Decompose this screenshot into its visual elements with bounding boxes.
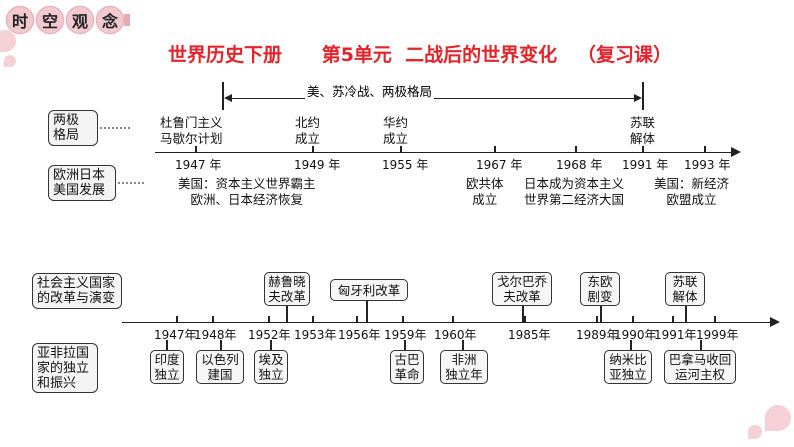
connector (462, 340, 464, 350)
event-egypt-independence: 埃及 独立 (254, 350, 288, 384)
year-label: 1953年 (294, 328, 337, 342)
event-hungary-reform: 匈牙利改革 (330, 279, 408, 301)
decor-petal-bottomright (765, 405, 791, 431)
connector (366, 301, 368, 322)
decor-petal-topleft (0, 30, 16, 52)
event-warsaw-pact: 华约 成立 (383, 115, 409, 146)
event-ussr-dissolution: 苏联 解体 (630, 115, 656, 146)
timeline-tick (195, 146, 197, 153)
event-us-new-economy: 美国：新经济 欧盟成立 (654, 176, 730, 207)
timeline-tick (524, 316, 526, 323)
year-label: 1990年 (614, 328, 657, 342)
event-japan-economy: 日本成为资本主义 世界第二经济大国 (524, 176, 625, 207)
timeline-axis-2 (122, 322, 772, 323)
year-label: 1985年 (508, 328, 551, 342)
event-namibia-independence: 纳米比 亚独立 (604, 350, 652, 384)
event-truman-marshall: 杜鲁门主义 马歇尔计划 (160, 115, 223, 146)
timeline-tick (632, 316, 634, 323)
year-label: 1952年 (248, 328, 291, 342)
header-badge: 时 (6, 6, 34, 34)
timeline-tick (494, 146, 496, 153)
page-title: 世界历史下册 第5单元 二战后的世界变化 （复习课） (168, 44, 672, 66)
timeline-tick (714, 316, 716, 323)
header-badge: 空 (36, 6, 64, 34)
timeline-tick (596, 316, 598, 323)
event-ussr-dissolution-2: 苏联 解体 (665, 272, 705, 306)
year-label: 1968 年 (556, 158, 603, 172)
year-label: 1949 年 (294, 158, 341, 172)
timeline-tick (312, 316, 314, 323)
year-label: 1959年 (384, 328, 427, 342)
header-badge: 观 (66, 6, 94, 34)
event-nato: 北约 成立 (295, 115, 321, 146)
connector (404, 340, 406, 350)
timeline-tick (356, 316, 358, 323)
connector (522, 306, 524, 322)
event-gorbachev-reform: 戈尔巴乔 夫改革 (492, 272, 552, 306)
decor-petal-topleft-2 (4, 55, 16, 67)
year-label: 1991 年 (622, 158, 669, 172)
connector (270, 340, 272, 350)
year-label: 1989年 (576, 328, 619, 342)
timeline-arrowhead (770, 317, 780, 327)
timeline-arrowhead (731, 147, 741, 157)
event-eastern-europe-upheaval: 东欧 剧变 (580, 272, 620, 306)
connector (286, 306, 288, 322)
event-ec-founded: 欧共体 成立 (466, 176, 504, 207)
year-label: 1999年 (696, 328, 739, 342)
connector (600, 306, 602, 322)
timeline-tick (402, 316, 404, 323)
connector (685, 306, 687, 322)
dotted-connector (100, 127, 130, 129)
timeline-tick (704, 146, 706, 153)
header-badge: 念 (96, 6, 124, 34)
event-cuban-revolution: 古巴 革命 (390, 350, 424, 384)
event-africa-independence-year: 非洲 独立年 (440, 350, 488, 384)
timeline-tick (268, 316, 270, 323)
dotted-connector (118, 182, 144, 184)
year-label: 1947 年 (175, 158, 222, 172)
side-label-socialist-reform: 社会主义国家 的改革与演变 (32, 273, 122, 309)
event-panama-canal: 巴拿马收回 运河主权 (664, 350, 736, 384)
side-label-afro-asian: 亚非拉国 家的独立 和振兴 (32, 343, 98, 393)
span-arrow-left-head (224, 94, 232, 102)
connector (700, 340, 702, 350)
year-label: 1956年 (338, 328, 381, 342)
span-arrow-right-head (634, 94, 642, 102)
span-marker-right (642, 82, 644, 110)
timeline-tick (312, 146, 314, 153)
year-label: 1947年 (154, 328, 197, 342)
timeline-tick (575, 146, 577, 153)
event-us-hegemony: 美国：资本主义世界霸主 欧洲、日本经济恢复 (178, 176, 316, 207)
connector (220, 340, 222, 350)
timeline-tick (672, 316, 674, 323)
side-label-bipolar: 两极 格局 (48, 110, 98, 146)
year-label: 1955 年 (382, 158, 429, 172)
year-label: 1991年 (654, 328, 697, 342)
timeline-axis-1 (155, 152, 733, 153)
event-israel-founded: 以色列 建国 (196, 350, 244, 384)
connector (166, 340, 168, 350)
connector (630, 340, 632, 350)
side-label-euro-japan: 欧洲日本 美国发展 (48, 165, 116, 201)
timeline-tick (176, 316, 178, 323)
year-label: 1960年 (434, 328, 477, 342)
timeline-tick (642, 146, 644, 153)
event-india-independence: 印度 独立 (150, 350, 184, 384)
year-label: 1967 年 (476, 158, 523, 172)
decor-petal-bottomright-2 (748, 425, 762, 439)
span-label: 美、苏冷战、两极格局 (305, 81, 435, 100)
timeline-tick (212, 316, 214, 323)
header-accent-bar (124, 14, 130, 26)
event-khrushchev-reform: 赫鲁晓 夫改革 (264, 272, 310, 306)
year-label: 1948年 (194, 328, 237, 342)
span-marker-left (222, 82, 224, 110)
timeline-tick (452, 316, 454, 323)
year-label: 1993 年 (684, 158, 731, 172)
timeline-tick (400, 146, 402, 153)
